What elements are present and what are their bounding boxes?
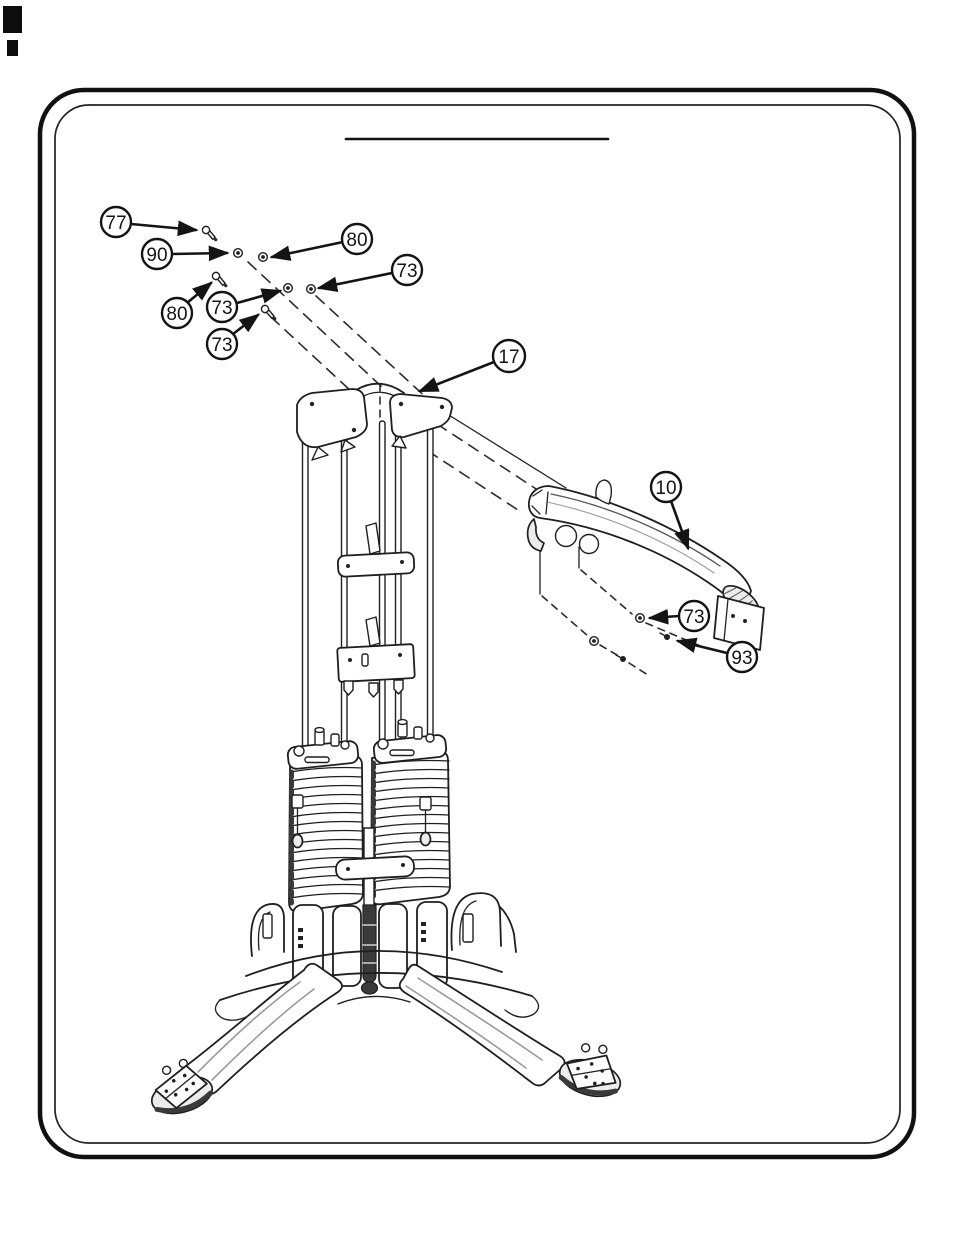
arm-beam [527,485,752,617]
front-leg-right [398,963,566,1087]
callout-93: 93 [675,637,759,674]
center-belt [335,827,415,995]
callout-77-label: 77 [105,213,126,234]
bolt-part73-lower [258,303,281,322]
plate-lines [289,766,363,899]
callout-73-upper-right: 73 [316,253,424,292]
callout-80-upper-label: 80 [346,230,367,251]
bracket-hooks [343,679,404,698]
cross-bracket-lower [336,643,416,683]
arm-pulley-right [578,533,600,555]
nut-part73-middle [283,283,293,293]
scan-artifact [3,6,22,56]
front-leg-left [181,962,343,1095]
bolt-part77 [199,224,222,243]
rear-leg-left [250,903,285,957]
washer-lower-left [589,636,599,646]
callout-73-arm-label: 73 [683,607,704,628]
center-strap [335,855,415,881]
nut-part73-right [306,284,316,294]
arm-bolt-axes [539,546,580,595]
outer-frame-border [37,87,917,1160]
callout-73-arm: 73 [647,599,711,633]
arm-hook [526,518,545,552]
pivot-plate-right [389,393,453,439]
strap-pin-lower [365,616,381,647]
construction-lines [247,261,706,676]
inner-frame-border [54,104,901,1144]
arm-pulley-left [554,524,578,548]
rear-leg-right [450,892,517,953]
base-hub [214,950,540,1021]
callout-90: 90 [140,237,230,271]
arm-fin [595,479,613,505]
callout-73-lower-label: 73 [211,335,232,356]
callout-73-middle: 73 [205,288,283,324]
nut-part90 [232,247,244,258]
callout-17-label: 17 [498,347,519,368]
callout-77: 77 [99,205,199,239]
callout-80-lower: 80 [160,281,213,330]
callout-90-label: 90 [146,245,167,266]
callout-80-lower-label: 80 [166,304,187,325]
callout-93-label: 93 [731,648,752,669]
pivot-bracket-part17 [296,382,453,461]
bolt-part93 [659,632,671,641]
callout-73-middle-label: 73 [211,298,232,319]
cross-strap-upper [336,551,416,578]
nut-part73-arm [635,613,645,623]
column-straps [336,522,416,698]
pivot-plate-left [296,388,368,449]
callout-17: 17 [417,338,527,393]
callout-80-upper: 80 [269,222,374,261]
strap-pin-upper [365,522,381,555]
callout-73-upper-right-label: 73 [396,261,417,282]
hardware [199,224,671,663]
foot-left [150,1058,214,1115]
bolt-part80-lower [209,270,232,289]
nut-part80-upper [258,251,268,262]
arm-part10 [526,479,765,651]
weight-selector-left [291,794,304,849]
base-shroud-tubes [292,901,448,989]
callouts: 77 90 80 73 80 73 73 [99,205,759,674]
callout-73-lower: 73 [205,313,261,361]
callout-10: 10 [649,470,690,551]
callout-10-label: 10 [655,478,676,499]
weight-selector-right [419,796,432,847]
foot-right [558,1043,622,1098]
bolt-lower-left [615,654,627,663]
weight-stack-left [286,726,364,913]
hanging-strap [362,904,377,983]
